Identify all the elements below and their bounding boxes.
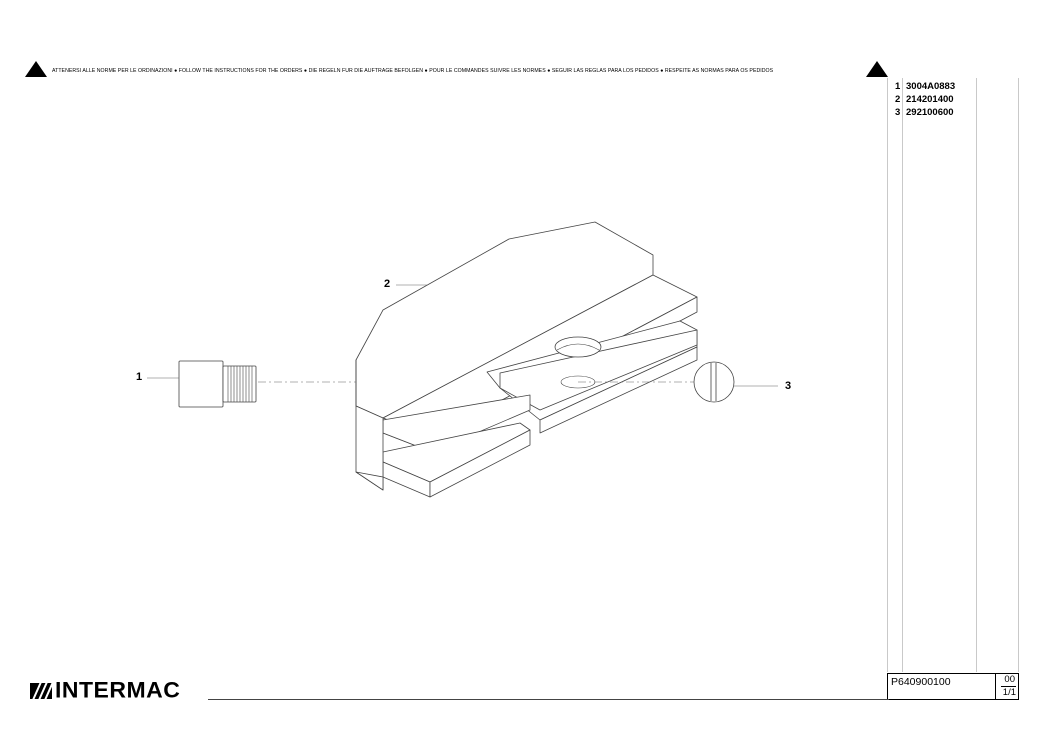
part-code: 3004A0883 xyxy=(906,81,956,92)
order-instructions-warning: ATTENERSI ALLE NORME PER LE ORDINAZIONI … xyxy=(52,68,774,74)
callout-3: 3 xyxy=(785,380,792,392)
bottom-rule xyxy=(208,699,889,700)
parts-list-row: 3 292100600 xyxy=(895,107,954,118)
warning-triangle-icon xyxy=(866,61,888,77)
parts-list-row: 1 3004A0883 xyxy=(895,81,956,92)
callout-1: 1 xyxy=(136,371,143,383)
intermac-logo: INTERMAC xyxy=(30,677,180,704)
document-code: P640900100 xyxy=(891,676,951,688)
part-code: 292100600 xyxy=(906,107,954,118)
parts-list-panel: 1 3004A0883 2 214201400 3 292100600 xyxy=(887,78,1019,672)
warning-triangle-icon xyxy=(25,61,47,77)
logo-wordmark: INTERMAC xyxy=(55,677,181,703)
intermac-stripes-icon xyxy=(30,681,52,700)
screw-hole xyxy=(554,336,602,358)
revision-cell xyxy=(995,674,1018,699)
part-code: 214201400 xyxy=(906,94,954,105)
slotted-screw-part xyxy=(693,361,735,403)
parts-list-row: 2 214201400 xyxy=(895,94,954,105)
sheet-number: 1/1 xyxy=(1000,686,1016,698)
title-block: P640900100 00 1/1 xyxy=(887,673,1019,700)
threaded-bushing-part xyxy=(178,360,257,408)
revision-number: 00 xyxy=(1004,674,1015,685)
callout-2: 2 xyxy=(384,278,391,290)
